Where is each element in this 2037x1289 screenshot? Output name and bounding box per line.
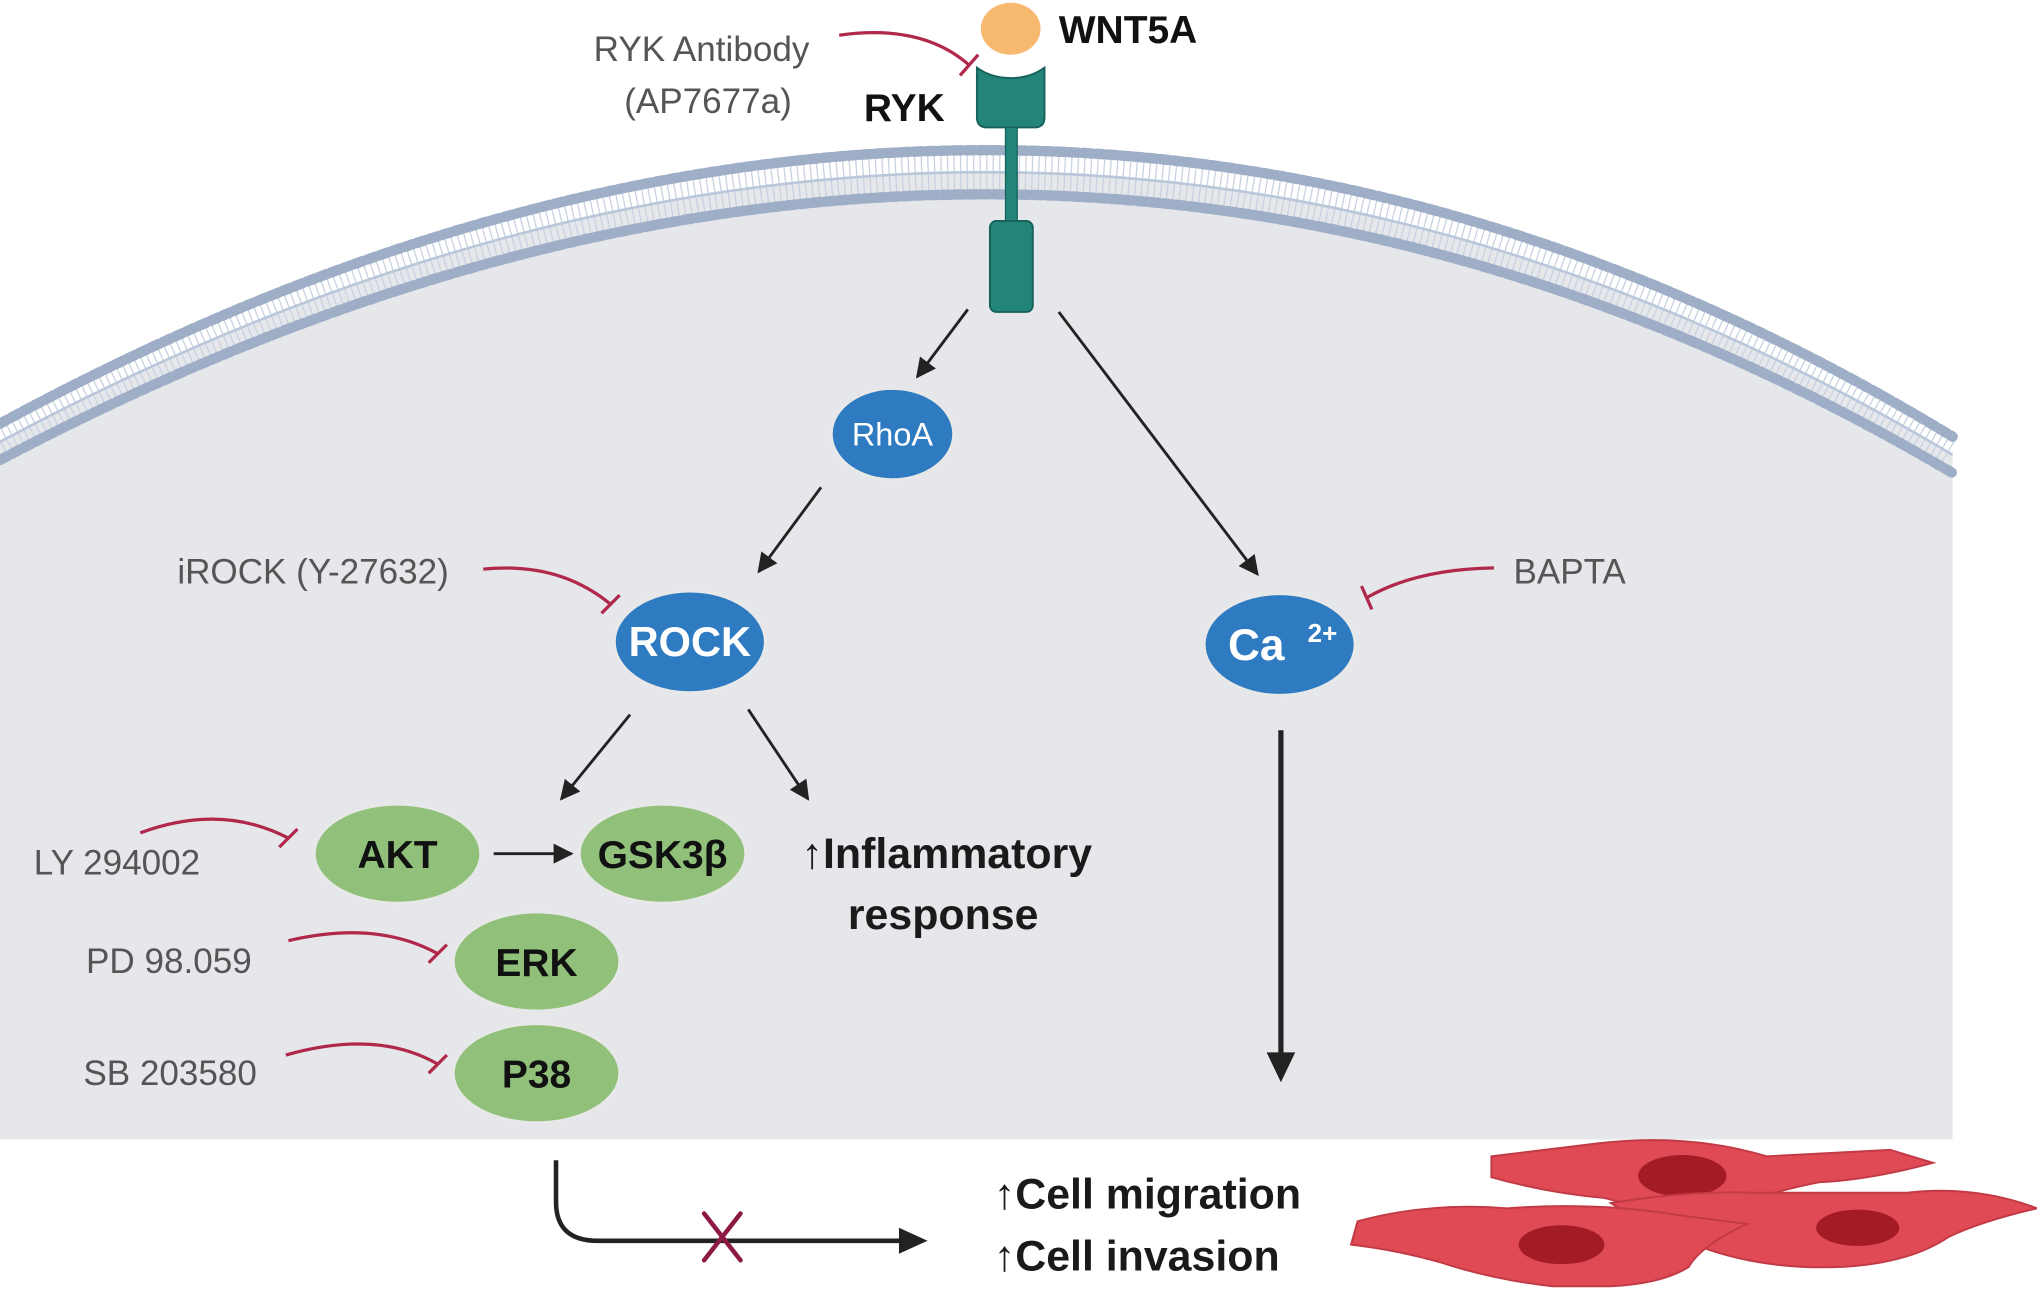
cell-nucleus-top xyxy=(1638,1155,1727,1197)
sb203580-inhibitor-label: SB 203580 xyxy=(83,1054,257,1093)
wnt5a-ligand xyxy=(980,2,1041,55)
gsk3b-label: GSK3β xyxy=(598,834,728,877)
erk-node xyxy=(452,910,621,1013)
pd98059-inhibitor-label: PD 98.059 xyxy=(86,942,252,981)
cell-migration-label: ↑Cell migration xyxy=(994,1170,1301,1218)
ryk-label: RYK xyxy=(864,87,945,130)
ryk-antibody-code-label: (AP7677a) xyxy=(624,82,792,121)
cell-nucleus-left xyxy=(1518,1225,1605,1265)
akt-label: AKT xyxy=(357,834,437,877)
calcium-node xyxy=(1202,592,1357,697)
cytoplasm xyxy=(0,172,1953,1140)
blocked-x-mark xyxy=(701,1211,743,1263)
akt-node xyxy=(313,802,482,905)
erk-label: ERK xyxy=(495,942,577,985)
p38-label: P38 xyxy=(502,1053,571,1096)
arrow-rhoa-to-rock xyxy=(757,486,823,574)
pd98059-inhibition-line xyxy=(288,931,449,964)
p38-node xyxy=(452,1022,621,1124)
irock-inhibition-line xyxy=(483,566,621,615)
bapta-inhibition-line xyxy=(1359,566,1495,611)
ly294002-inhibitor-label: LY 294002 xyxy=(34,843,200,882)
inflammatory-response-label-line2: response xyxy=(848,891,1039,939)
rock-node xyxy=(613,589,767,694)
calcium-label: Ca xyxy=(1228,621,1285,670)
ryk-antibody-inhibition-line xyxy=(838,31,980,77)
migrating-cells-illustration xyxy=(1349,1139,2037,1288)
rock-label: ROCK xyxy=(629,618,751,665)
arrow-ryk-to-calcium xyxy=(1057,311,1259,576)
arrow-rock-to-inflammatory xyxy=(747,708,810,801)
arrow-rock-to-akt xyxy=(559,713,632,801)
bapta-inhibitor-label: BAPTA xyxy=(1513,552,1626,591)
activation-arrows xyxy=(493,308,1259,864)
sb203580-inhibition-line xyxy=(285,1042,449,1075)
gsk3b-node xyxy=(578,802,747,905)
rhoa-node xyxy=(830,387,955,481)
blocked-pathway-arrow xyxy=(553,1160,928,1254)
wnt5a-label: WNT5A xyxy=(1059,9,1198,52)
ly294002-inhibition-line xyxy=(139,817,299,849)
calcium-charge-label: 2+ xyxy=(1308,618,1338,648)
arrow-calcium-to-migration xyxy=(1266,730,1296,1083)
inhibition-lines xyxy=(139,566,1495,1075)
inflammatory-response-label-line1: ↑Inflammatory xyxy=(802,830,1093,878)
cell-nucleus-right xyxy=(1816,1209,1900,1246)
ryk-antibody-label: RYK Antibody xyxy=(594,30,810,69)
cell-invasion-label: ↑Cell invasion xyxy=(994,1233,1280,1281)
rhoa-label: RhoA xyxy=(852,417,934,453)
arrow-ryk-to-rhoa xyxy=(915,308,969,379)
cell-membrane xyxy=(0,144,1963,479)
ryk-receptor xyxy=(975,65,1046,313)
irock-inhibitor-label: iROCK (Y-27632) xyxy=(177,552,449,591)
